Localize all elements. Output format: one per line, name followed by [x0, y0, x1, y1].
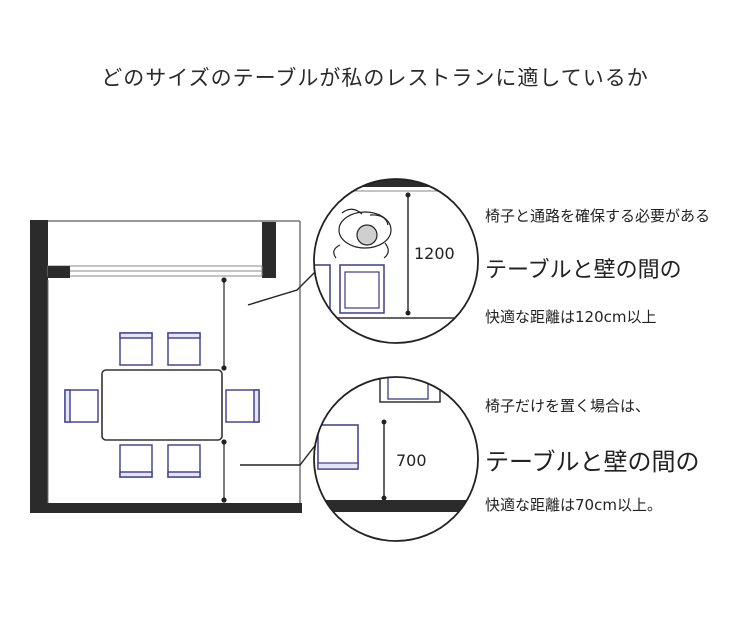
top-callout-line2: テーブルと壁の間の — [485, 258, 682, 283]
chair-left — [64, 389, 99, 423]
magnifier-top-ring — [313, 178, 479, 344]
bottom-callout-line3: 快適な距離は70cm以上。 — [485, 496, 662, 514]
table — [101, 369, 223, 441]
top-callout-line3: 快適な距離は120cm以上 — [485, 308, 657, 326]
bottom-callout-line1: 椅子だけを置く場合は、 — [485, 397, 651, 415]
dimension-top-label: 1200 — [414, 244, 455, 263]
magnifier-top: 1200 — [314, 179, 478, 343]
chair-right — [225, 389, 260, 423]
room-walls — [30, 220, 302, 513]
pointer-top — [247, 271, 316, 306]
top-callout-line1: 椅子と通路を確保する必要がある — [485, 207, 711, 225]
person-icon — [333, 208, 392, 259]
magnifier-bottom-ring — [313, 376, 479, 542]
chair-bottom-left — [119, 444, 153, 478]
chairs — [64, 332, 260, 478]
magnifier-bottom: 700 — [314, 377, 478, 541]
page-title: どのサイズのテーブルが私のレストランに適しているか — [101, 66, 649, 90]
dimension-bottom-label: 700 — [396, 451, 427, 470]
chair-top-right — [167, 332, 201, 366]
plan-dimension-lines — [221, 277, 227, 503]
chair-bottom-right — [167, 444, 201, 478]
window-frame-left — [48, 266, 70, 278]
pointer-bottom — [240, 442, 318, 466]
chair-top-left — [119, 332, 153, 366]
wall-left — [30, 220, 48, 513]
bottom-callout-line2: テーブルと壁の間の — [485, 448, 700, 476]
wall-pillar — [262, 222, 276, 278]
wall-bottom — [30, 503, 302, 513]
